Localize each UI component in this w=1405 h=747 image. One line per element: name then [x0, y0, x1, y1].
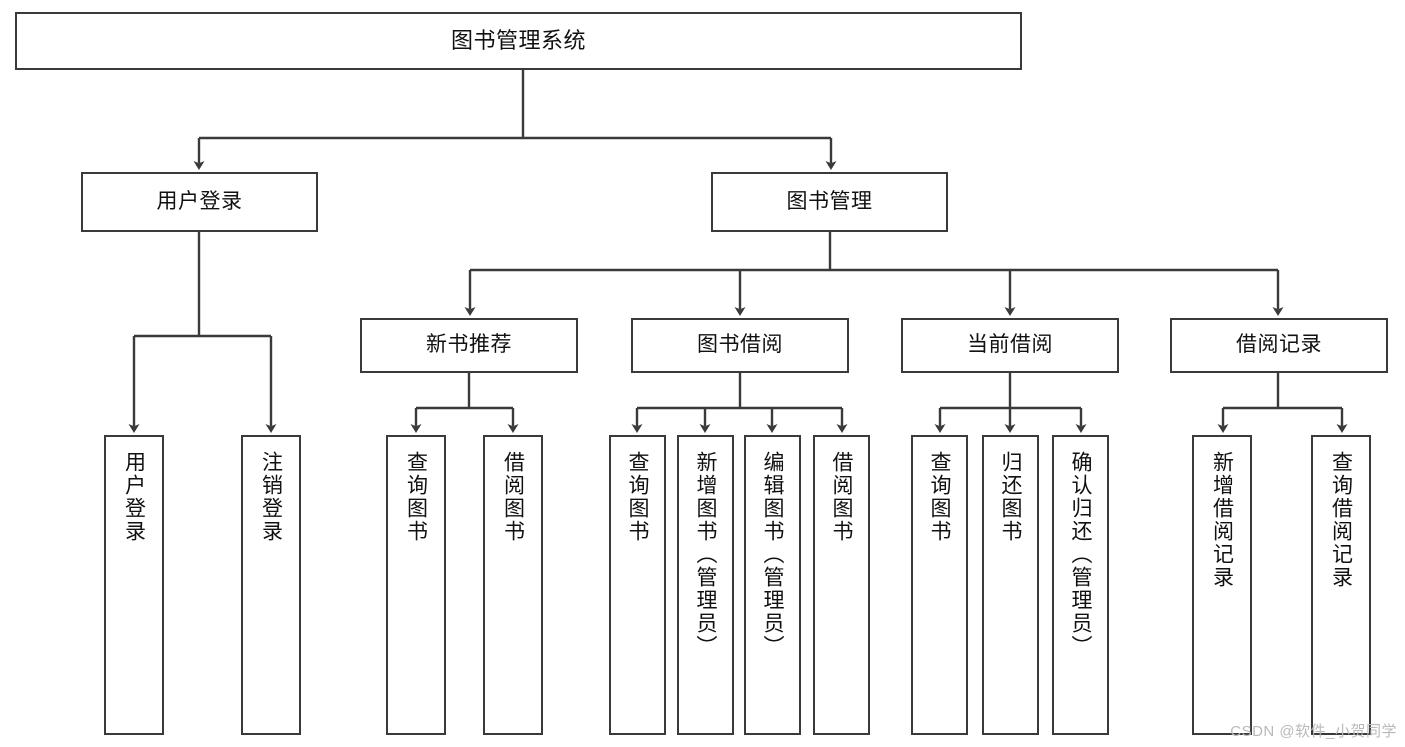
node-label: 新增借阅记录: [1210, 451, 1234, 589]
node-label: 借阅图书: [501, 451, 525, 543]
node-current-borrow[interactable]: 当前借阅: [901, 318, 1119, 373]
node-label: 查询图书: [928, 451, 951, 543]
leaf-query-books-recommend[interactable]: 查询图书: [386, 435, 446, 735]
leaf-add-borrow-record[interactable]: 新增借阅记录: [1192, 435, 1252, 735]
node-label: 用户登录: [122, 451, 146, 543]
node-label: 归还图书: [999, 451, 1022, 543]
leaf-return-books[interactable]: 归还图书: [982, 435, 1039, 735]
node-label: 借阅图书: [830, 451, 853, 543]
watermark: CSDN @软件_小贺同学: [1230, 723, 1397, 740]
leaf-query-borrow-record[interactable]: 查询借阅记录: [1311, 435, 1371, 735]
node-book-borrow[interactable]: 图书借阅: [631, 318, 849, 373]
node-label: 确认归还（管理员）: [1069, 451, 1092, 658]
node-label: 查询图书: [626, 451, 649, 543]
leaf-user-login[interactable]: 用户登录: [104, 435, 164, 735]
node-borrow-record[interactable]: 借阅记录: [1170, 318, 1388, 373]
node-label: 图书管理: [786, 189, 873, 213]
node-root-book-management-system[interactable]: 图书管理系统: [15, 12, 1022, 70]
node-label: 查询借阅记录: [1329, 451, 1353, 589]
node-user-login[interactable]: 用户登录: [81, 172, 318, 232]
node-label: 编辑图书（管理员）: [761, 451, 784, 658]
leaf-confirm-return-admin[interactable]: 确认归还（管理员）: [1052, 435, 1109, 735]
node-label: 图书管理系统: [450, 28, 586, 54]
leaf-edit-book-admin[interactable]: 编辑图书（管理员）: [744, 435, 801, 735]
leaf-query-books-borrow[interactable]: 查询图书: [609, 435, 666, 735]
node-label: 借阅记录: [1236, 333, 1322, 357]
node-new-book-recommend[interactable]: 新书推荐: [360, 318, 578, 373]
node-book-management[interactable]: 图书管理: [711, 172, 948, 232]
leaf-borrow-books-recommend[interactable]: 借阅图书: [483, 435, 543, 735]
leaf-add-book-admin[interactable]: 新增图书（管理员）: [677, 435, 734, 735]
leaf-query-books-current[interactable]: 查询图书: [911, 435, 968, 735]
node-label: 注销登录: [259, 451, 283, 543]
leaf-logout[interactable]: 注销登录: [241, 435, 301, 735]
node-label: 新增图书（管理员）: [694, 451, 717, 658]
node-label: 用户登录: [156, 189, 243, 213]
node-label: 图书借阅: [697, 333, 783, 357]
node-label: 新书推荐: [426, 333, 512, 357]
node-label: 当前借阅: [967, 333, 1053, 357]
leaf-borrow-books[interactable]: 借阅图书: [813, 435, 870, 735]
node-label: 查询图书: [404, 451, 428, 543]
